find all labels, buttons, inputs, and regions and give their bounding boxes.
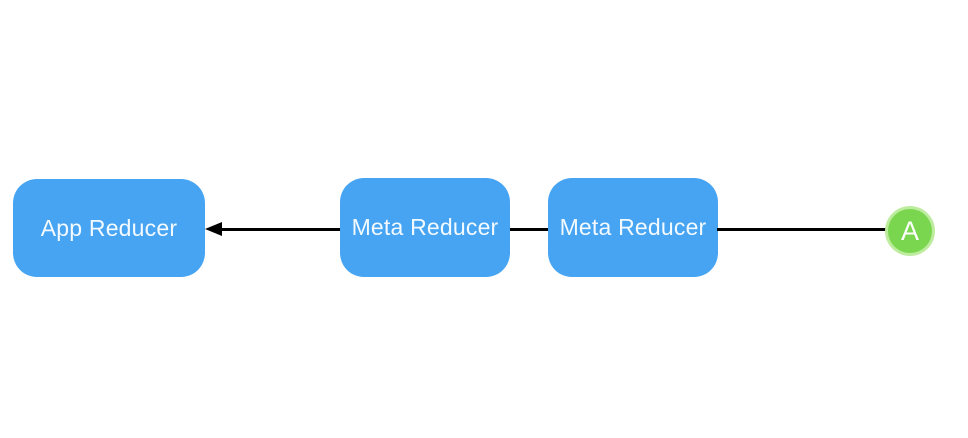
connector-meta1-to-app: [220, 228, 340, 231]
connector-meta2-to-meta1: [510, 228, 548, 231]
node-meta-reducer-1: Meta Reducer: [340, 178, 510, 277]
node-app-reducer: App Reducer: [13, 179, 205, 277]
node-action-a: A: [888, 209, 932, 253]
node-meta-reducer-2-label: Meta Reducer: [559, 214, 707, 240]
node-meta-reducer-1-label: Meta Reducer: [351, 214, 499, 240]
arrowhead-left-icon: [205, 222, 222, 236]
node-meta-reducer-2: Meta Reducer: [548, 178, 718, 277]
connector-action-to-meta2: [717, 228, 888, 231]
node-app-reducer-label: App Reducer: [40, 214, 178, 241]
node-action-a-label: A: [900, 215, 919, 246]
